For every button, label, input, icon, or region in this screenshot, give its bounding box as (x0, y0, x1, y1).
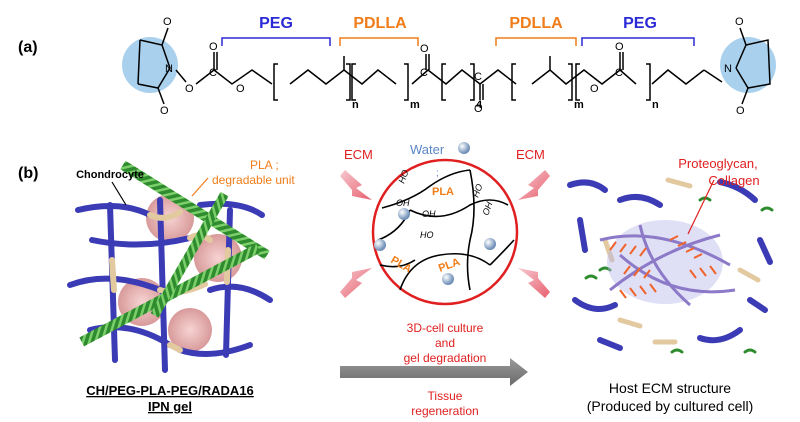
arrow-text-line1: 3D-cell culture (407, 321, 484, 335)
atom-o: O (236, 83, 245, 95)
hydrogel-circle (371, 158, 519, 306)
ecm-label-left: ECM (344, 147, 373, 162)
peg-label: PEG (259, 15, 293, 32)
block-bracket-pdlla-left: PDLLA (339, 15, 419, 46)
ecm-arrow-top-left (340, 170, 372, 200)
panel-b-label: (b) (18, 165, 38, 182)
chain-backbone (195, 52, 705, 100)
ecm-label-right: ECM (516, 147, 545, 162)
oh-label: OH (480, 200, 494, 217)
host-ecm-structure (567, 177, 774, 354)
proteoglycan-bristles (609, 235, 717, 299)
ho-label: HO (420, 230, 434, 240)
subscript-m: m (410, 99, 420, 111)
repeat-brackets (273, 63, 651, 101)
atom-o: O (615, 41, 624, 53)
nhs-group-left: O O N O (122, 16, 194, 117)
atom-c: C (615, 67, 623, 79)
proteoglycan-label: Proteoglycan, (678, 156, 758, 171)
atom-n: N (724, 63, 732, 75)
degradation-schematic: ECM Water ECM ; HO OH OH HO HO OH PLA PL… (340, 142, 550, 306)
tissue-label-line2: regeneration (411, 404, 478, 418)
subscript-n: n (652, 99, 659, 111)
degradable-unit-label: degradable unit (212, 173, 295, 187)
water-droplet (458, 142, 470, 154)
ipn-gel-network (67, 160, 273, 373)
block-bracket-peg-right: PEG (581, 15, 695, 46)
ho-label: HO (396, 169, 410, 185)
panel-a: (a) O O N O (18, 15, 776, 117)
polymer-chains (377, 169, 515, 291)
atom-o: O (163, 16, 172, 28)
pdlla-label: PDLLA (353, 15, 407, 32)
atom-o: O (474, 103, 483, 115)
arrow-text-line3: gel degradation (404, 351, 487, 365)
collagen-fibers (599, 224, 736, 307)
gel-caption-line1: CH/PEG-PLA-PEG/RADA16 (86, 383, 254, 398)
water-droplet (484, 238, 496, 250)
atom-o: O (160, 105, 169, 117)
pla-label: PLA ; (250, 158, 279, 172)
host-ecm-caption-line2: (Produced by cultured cell) (587, 398, 754, 414)
process-arrow (340, 358, 528, 386)
rada16-fibers (79, 160, 270, 347)
nhs-highlight-right (720, 37, 776, 93)
atom-o: O (185, 83, 194, 95)
atom-o: O (209, 41, 218, 53)
ho-label: HO (470, 183, 484, 199)
fragment-fibers (567, 179, 773, 351)
semicolon-mark: ; (436, 168, 439, 179)
chondrocyte-cell (168, 308, 212, 352)
block-bracket-peg-left: PEG (221, 15, 331, 46)
oh-label: OH (422, 209, 436, 219)
ecm-arrow-bottom-right (518, 268, 550, 298)
atom-c: C (474, 71, 482, 83)
chondrocyte-label: Chondrocyte (76, 169, 144, 181)
atom-o: O (420, 43, 429, 55)
pdlla-label: PDLLA (509, 15, 563, 32)
atom-c: C (209, 67, 217, 79)
water-label: Water (410, 142, 445, 157)
water-droplet (398, 208, 410, 220)
subscript-m: m (574, 99, 584, 111)
subscript-n: n (352, 99, 359, 111)
host-ecm-caption-line1: Host ECM structure (609, 380, 731, 396)
nhs-group-right: N O O (703, 16, 776, 117)
collagen-label: Collagen (708, 173, 759, 188)
atom-n: N (165, 63, 173, 75)
panel-a-label: (a) (18, 39, 38, 56)
ecm-arrow-bottom-left (340, 268, 372, 298)
water-droplet (442, 273, 454, 285)
block-bracket-pdlla-right: PDLLA (495, 15, 577, 46)
peg-label: PEG (623, 15, 657, 32)
atom-c: C (420, 67, 428, 79)
tissue-label-line1: Tissue (428, 389, 463, 403)
subscript-4: 4 (476, 99, 483, 111)
pla-mark: PLA (432, 186, 454, 198)
arrow-text-line2: and (435, 336, 455, 350)
fragment-pla (602, 177, 761, 345)
oh-label: OH (396, 198, 410, 208)
atom-o: O (590, 83, 599, 95)
atom-o: O (735, 16, 744, 28)
gel-caption-line2: IPN gel (148, 399, 192, 414)
ecm-arrow-top-right (518, 170, 550, 200)
atom-o: O (736, 105, 745, 117)
water-droplet (374, 239, 386, 251)
